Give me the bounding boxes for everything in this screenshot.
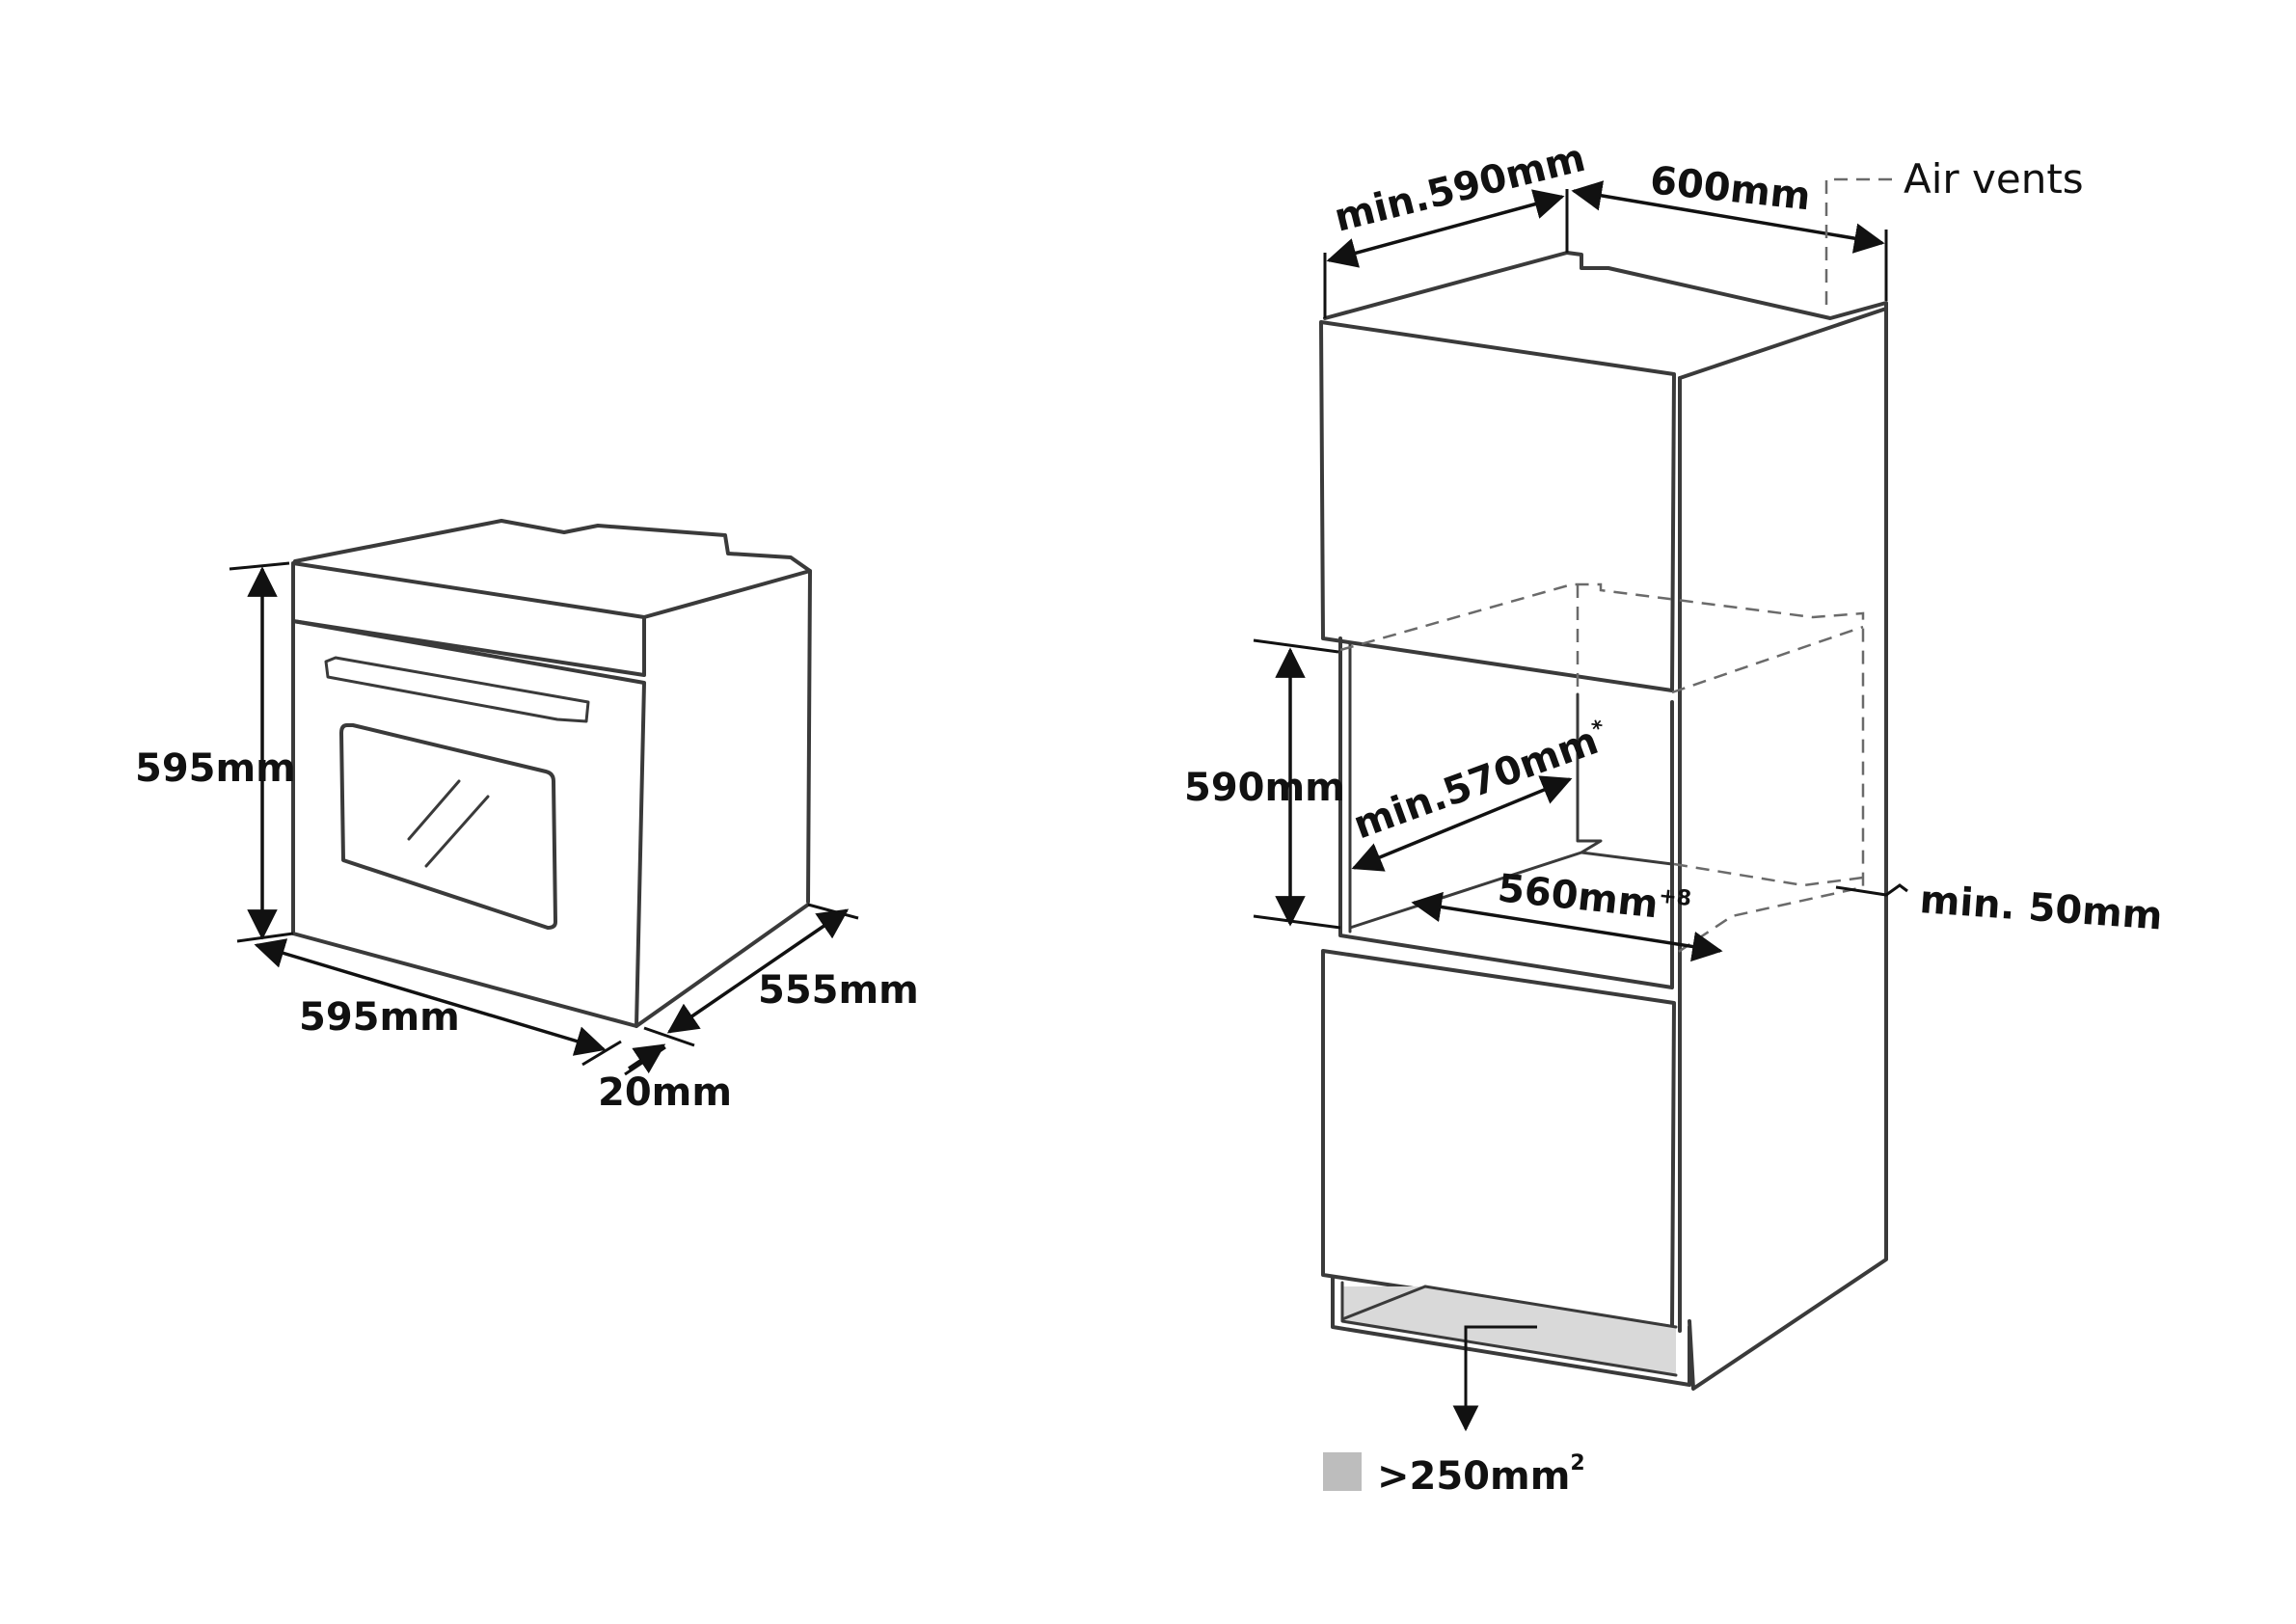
door-thickness-label: 20mm [598, 1070, 732, 1115]
oven-depth-label: 555mm [758, 968, 919, 1013]
depth-dimension-arrow [666, 908, 850, 1034]
oven-outline-dashed [1339, 582, 1865, 957]
cabinet-top-right-edge [1678, 307, 1888, 380]
top-width-label: 600mm [1648, 158, 1813, 219]
gap-marker [1835, 883, 1908, 897]
window-reflection-2 [424, 795, 490, 868]
oven-drawing [291, 519, 812, 1028]
gap-label: min. 50mm [1918, 878, 2164, 938]
air-vents-label: Air vents [1904, 155, 2084, 203]
oven-panel-top-edge [642, 569, 812, 619]
legend-label: >250mm2 [1377, 1451, 1585, 1499]
niche-back-corner [1576, 692, 1674, 866]
oven-width-label: 595mm [299, 995, 460, 1040]
oven-top-outline [293, 519, 812, 904]
oven-window [339, 723, 557, 930]
niche-depth-label: min.570mm* [1348, 715, 1615, 848]
oven-dimensions: 595mm 595mm 555mm 20mm [135, 561, 919, 1115]
top-width-arrow [1571, 180, 1885, 254]
vent-area-legend: >250mm2 [1323, 1451, 1585, 1499]
top-depth-arrow [1326, 189, 1565, 268]
air-vents-leader [1824, 177, 1894, 305]
vent-area [1342, 1286, 1676, 1375]
niche-depth-arrow [1351, 775, 1573, 872]
cabinet-upper-panel [1319, 320, 1676, 692]
legend-swatch [1323, 1452, 1362, 1491]
oven-height-label: 595mm [135, 746, 296, 791]
cabinet-top-outline [1323, 251, 1888, 1391]
niche-height-label: 590mm [1184, 766, 1345, 810]
window-reflection-1 [407, 779, 461, 841]
width-dimension-arrow [254, 938, 607, 1056]
oven-handle [324, 656, 590, 723]
door-thickness-arrow [628, 1043, 666, 1074]
niche-width-arrow [1411, 891, 1723, 962]
cabinet-plinth [1331, 1275, 1691, 1387]
oven-control-panel [291, 561, 646, 677]
vent-area-leader [1452, 1325, 1537, 1432]
cabinet-lower-panel [1321, 949, 1676, 1329]
